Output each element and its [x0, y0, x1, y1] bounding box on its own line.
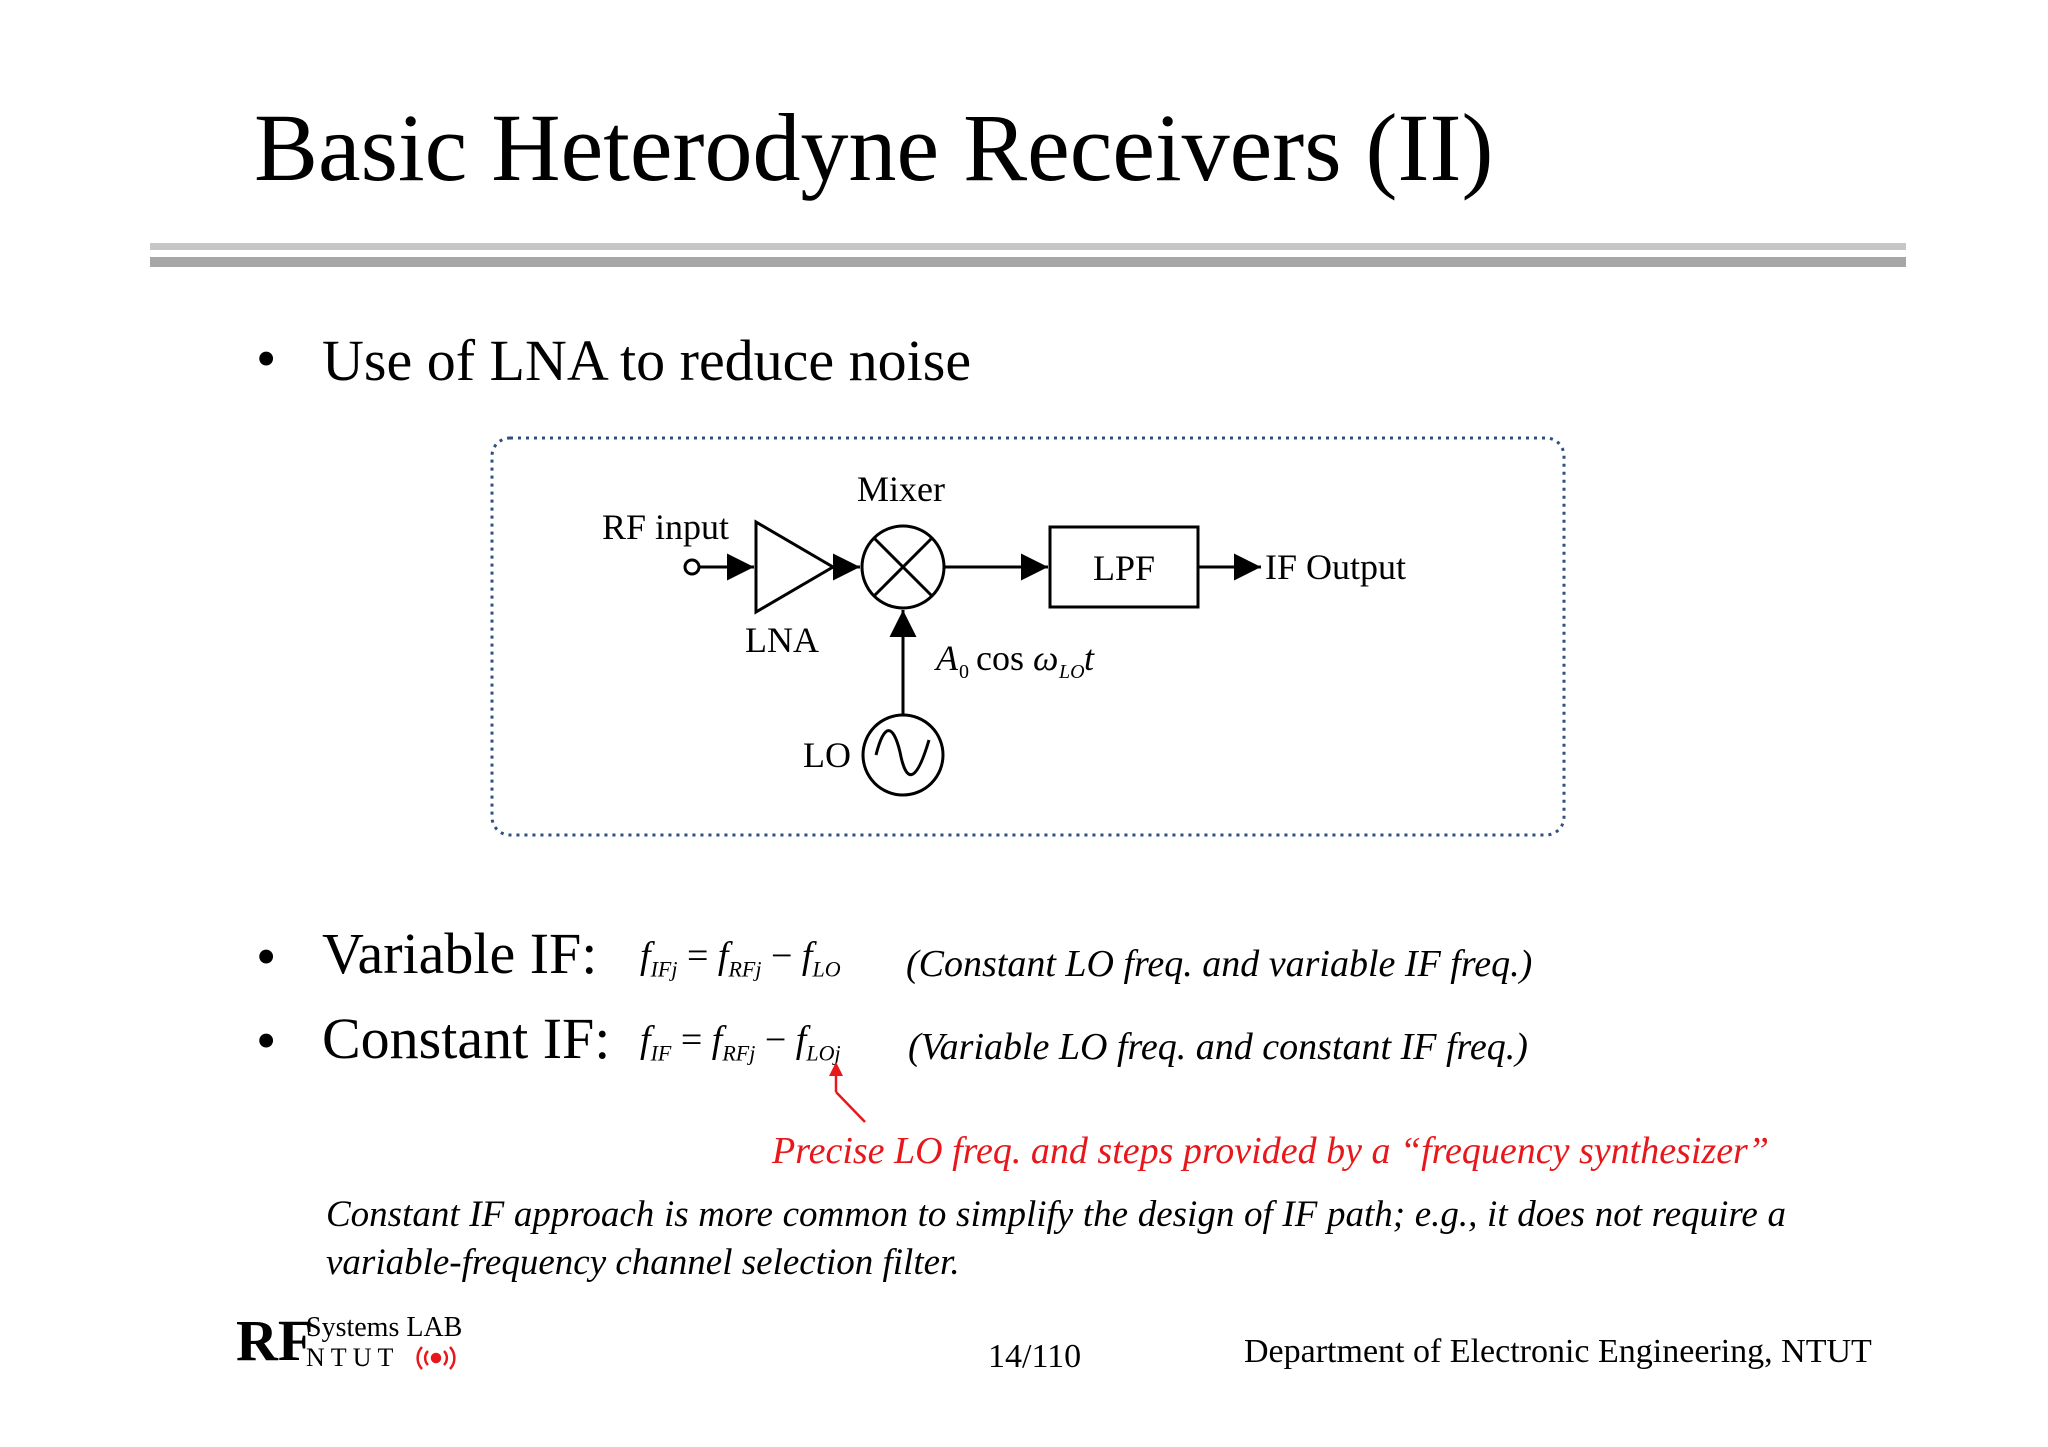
svg-text:LO: LO	[1058, 661, 1085, 683]
slide-title: Basic Heterodyne Receivers (II)	[254, 94, 1494, 201]
rf-input-label: RF input	[602, 507, 729, 547]
department-footer: Department of Electronic Engineering, NT…	[1244, 1333, 1872, 1370]
rf-systems-lab-logo: RF Systems LAB N T U T	[236, 1310, 462, 1372]
lna-amplifier-icon	[754, 519, 836, 615]
rf-input-terminal	[683, 558, 701, 576]
block-diagram: RF input LNA Mixer LPF IF Output LO A 0 …	[490, 436, 1566, 837]
mixer-label: Mixer	[857, 469, 945, 509]
svg-text:N T U T: N T U T	[306, 1343, 394, 1372]
constant-if-formula: fIF = fRFj − fLOj	[640, 1019, 841, 1066]
svg-text:0: 0	[959, 661, 969, 683]
variable-if-note: (Constant LO freq. and variable IF freq.…	[906, 943, 1533, 985]
dotted-frame	[490, 436, 1566, 837]
svg-text:A: A	[934, 638, 959, 678]
bullet-dot: •	[256, 924, 277, 989]
constant-if-note: (Variable LO freq. and constant IF freq.…	[908, 1026, 1528, 1068]
lna-label: LNA	[745, 620, 819, 660]
lpf-block	[1048, 525, 1200, 609]
page-number: 14/110	[988, 1338, 1082, 1375]
bullet-variable-if: Variable IF:	[322, 921, 598, 986]
bullet-dot: •	[256, 1008, 277, 1073]
bullet-lna: Use of LNA to reduce noise	[322, 328, 972, 393]
title-rule-top	[150, 243, 1906, 250]
svg-text:cos: cos	[976, 638, 1024, 678]
lo-oscillator-icon	[861, 713, 945, 797]
radio-wave-icon	[416, 1346, 456, 1370]
variable-if-formula: fIFj = fRFj − fLO	[640, 935, 841, 982]
svg-text:ω: ω	[1033, 638, 1058, 678]
svg-text:Systems LAB: Systems LAB	[306, 1312, 462, 1343]
red-pointer-arrow	[829, 1062, 866, 1123]
svg-text:RF: RF	[236, 1310, 313, 1372]
svg-text:t: t	[1084, 638, 1095, 678]
bullet-constant-if: Constant IF:	[322, 1006, 611, 1071]
mixer-icon	[860, 524, 946, 610]
lo-signal-expression: A 0 cos ω LO t	[934, 638, 1095, 683]
synthesizer-note: Precise LO freq. and steps provided by a…	[772, 1130, 1769, 1172]
if-output-label: IF Output	[1265, 547, 1406, 587]
lo-label: LO	[803, 735, 851, 775]
title-rule-bottom	[150, 257, 1906, 267]
conclusion-paragraph: Constant IF approach is more common to s…	[326, 1194, 1786, 1283]
lpf-label: LPF	[1093, 548, 1155, 588]
bullet-dot: •	[256, 326, 277, 391]
